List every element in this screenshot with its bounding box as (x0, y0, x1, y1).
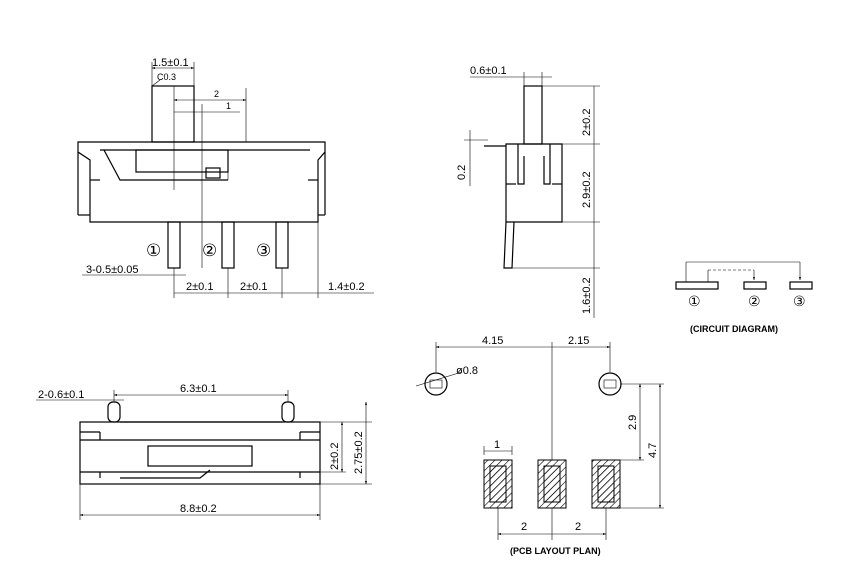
chamfer-dim: C0.3 (157, 72, 176, 82)
pin-width-dim: 3-0.5±0.05 (86, 264, 139, 276)
circuit-diagram: ① ② ③ (CIRCUIT DIAGRAM) (675, 261, 813, 334)
pcb-caption: (PCB LAYOUT PLAN) (510, 546, 601, 556)
pad-width-dim: 1 (494, 439, 500, 451)
circuit-pin-1-label: ① (688, 294, 701, 310)
hole-dim: ø0.8 (456, 365, 478, 377)
tab-span-dim: 6.3±0.1 (180, 383, 217, 395)
circuit-pin-3-label: ③ (793, 294, 806, 310)
bottom-view: 2-0.6±0.1 6.3±0.1 2±0.2 2.75±0.2 8.8±0.2 (36, 383, 372, 520)
knob-thickness-dim: 0.6±0.1 (470, 65, 507, 77)
height-a-dim: 2±0.2 (329, 443, 341, 470)
travel-2-dim: 2 (214, 89, 219, 99)
front-pin-1-label: ① (146, 241, 161, 261)
circuit-caption: (CIRCUIT DIAGRAM) (690, 324, 778, 334)
body-height-dim: 2.9±0.2 (581, 171, 593, 208)
travel-1-dim: 1 (226, 101, 231, 111)
knob-height-dim: 2±0.2 (581, 109, 593, 136)
front-pin-2-label: ② (202, 241, 217, 261)
pitch-a-dim-pcb: 2 (521, 521, 527, 533)
front-view: ① ② ③ 1.5±0.1 C0.3 2 1 3-0.5±0.05 2±0.1 … (77, 57, 374, 298)
edge-dim: 1.4±0.2 (328, 281, 365, 293)
pitch-b-dim: 2±0.1 (240, 281, 267, 293)
pitch-a-dim: 2±0.1 (186, 281, 213, 293)
total-height-dim: 4.7 (647, 443, 659, 458)
length-dim: 8.8±0.2 (180, 503, 217, 515)
circuit-pin-2-label: ② (748, 294, 761, 310)
right-span-dim: 2.15 (568, 335, 589, 347)
side-view: 0.6±0.1 2±0.2 2.9±0.2 1.6±0.2 0.2 (456, 65, 600, 318)
left-span-dim: 4.15 (482, 335, 503, 347)
pitch-b-dim-pcb: 2 (575, 521, 581, 533)
front-pin-3-label: ③ (256, 241, 271, 261)
pad-to-hole-dim: 2.9 (627, 415, 639, 430)
tab-dim: 2-0.6±0.1 (38, 389, 84, 401)
height-b-dim: 2.75±0.2 (353, 431, 365, 474)
pin-length-dim: 1.6±0.2 (581, 277, 593, 314)
offset-dim: 0.2 (456, 165, 468, 180)
knob-width-dim: 1.5±0.1 (152, 57, 189, 69)
pcb-layout: 4.15 2.15 ø0.8 1 2.9 4.7 2 2 (PCB LAYOUT… (415, 335, 664, 556)
